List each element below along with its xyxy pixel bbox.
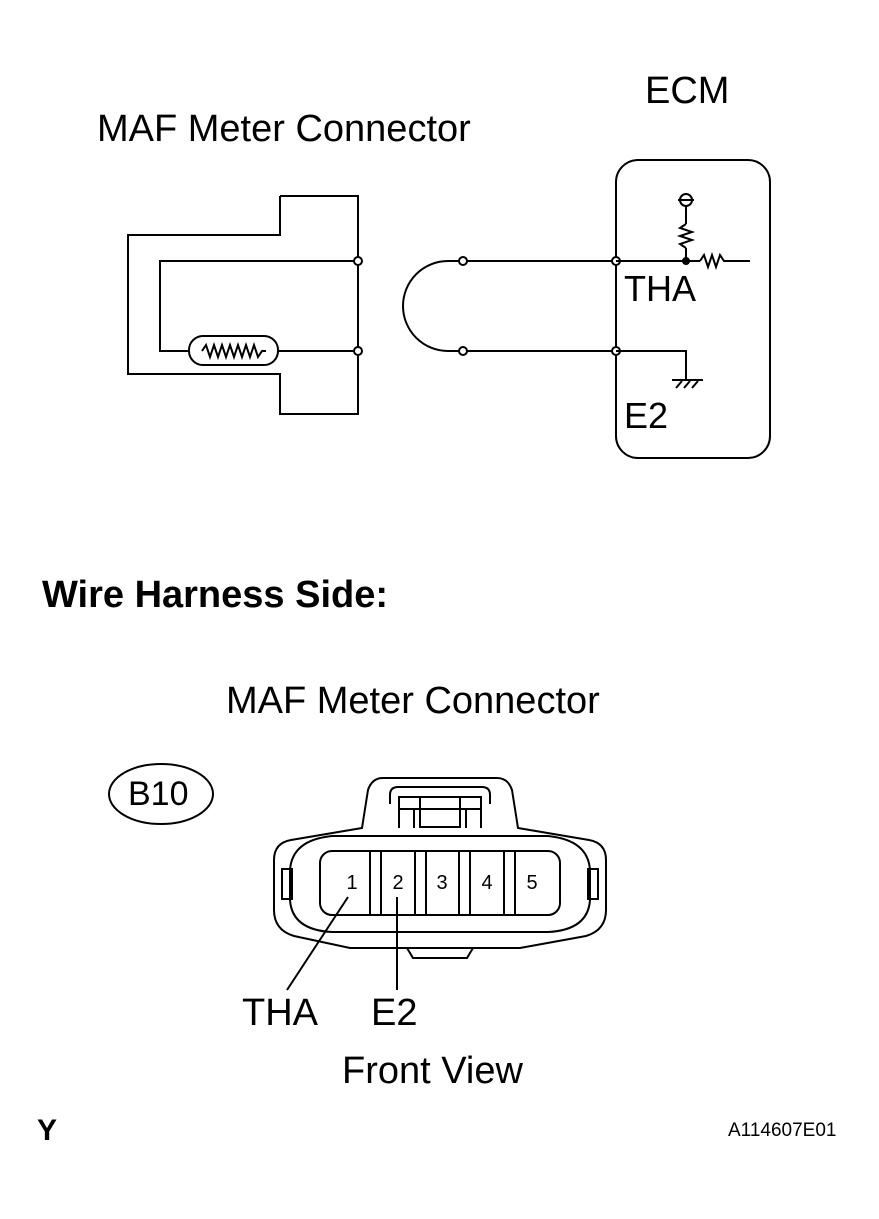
- figure-code: A114607E01: [728, 1120, 837, 1141]
- pin2-e2-label: E2: [371, 992, 418, 1034]
- pin1-tha-label: THA: [242, 992, 318, 1034]
- ecm-e2-terminal-label: E2: [624, 395, 669, 436]
- harness-connector-title: MAF Meter Connector: [226, 680, 600, 722]
- connector-code-oval: [108, 763, 214, 825]
- connector-front-view: [273, 777, 607, 949]
- pin-number-4: 4: [481, 872, 493, 894]
- harness-loop-wire: [402, 256, 616, 356]
- maf-meter-connector-title: MAF Meter Connector: [97, 108, 471, 150]
- wire-harness-side-heading: Wire Harness Side:: [42, 574, 389, 616]
- maf-thermistor-symbol: [188, 335, 279, 366]
- maf-connector-body: [127, 195, 359, 415]
- ecm-pullup-resistor: [676, 193, 696, 261]
- pin-number-5: 5: [526, 872, 538, 894]
- ecm-tha-terminal-label: THA: [624, 268, 696, 309]
- pin1-leader-line: [286, 896, 349, 991]
- ecm-title: ECM: [645, 70, 730, 112]
- ecm-ground-symbol: [616, 350, 703, 389]
- front-view-label: Front View: [342, 1050, 523, 1092]
- connector-code-label: B10: [128, 775, 189, 813]
- ecm-box: [611, 159, 771, 459]
- maf-terminal-dots: [353, 256, 363, 356]
- pin-number-2: 2: [392, 872, 404, 894]
- footer-mark: Y: [37, 1114, 58, 1147]
- pin-number-1: 1: [346, 872, 358, 894]
- connector-bottom-key: [406, 947, 474, 959]
- pin-number-3: 3: [436, 872, 448, 894]
- connector-lock-latch: [389, 786, 491, 828]
